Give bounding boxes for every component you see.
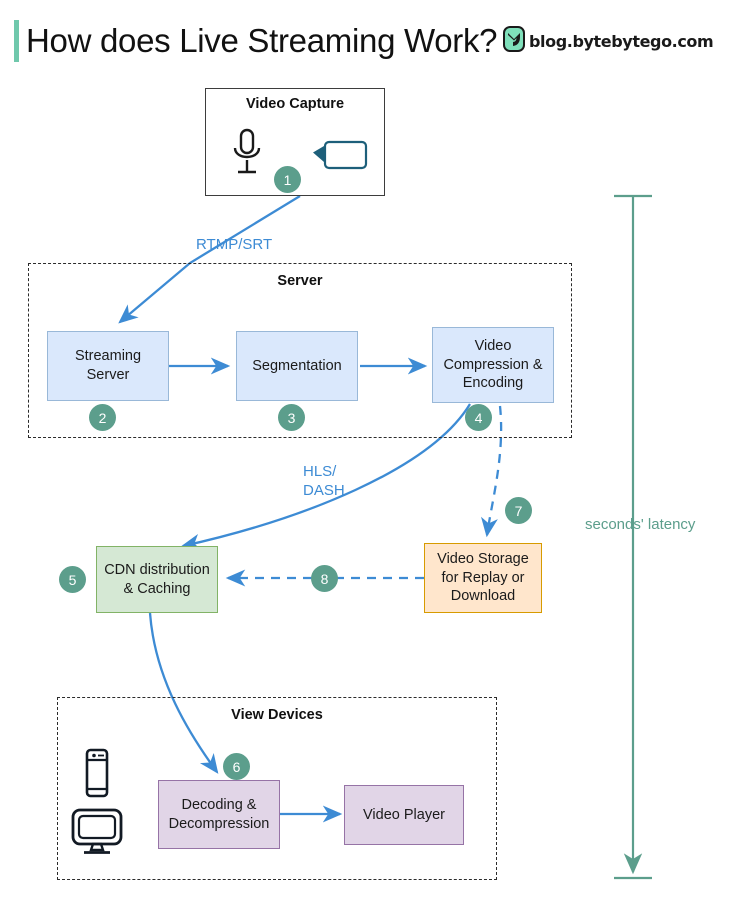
server-group-title: Server (277, 273, 323, 289)
video-capture-title: Video Capture (245, 96, 345, 112)
edge-label-hls-dash: HLS/ DASH (303, 463, 345, 501)
node-cdn-distribution-caching[interactable]: CDN distribution & Caching (96, 546, 218, 613)
step-badge-2: 2 (89, 404, 116, 431)
step-badge-3: 3 (278, 404, 305, 431)
node-video-player[interactable]: Video Player (344, 785, 464, 845)
node-streaming-server[interactable]: Streaming Server (47, 331, 169, 401)
microphone-icon (228, 127, 266, 184)
desktop-monitor-icon (71, 808, 123, 861)
node-video-compression-encoding[interactable]: Video Compression & Encoding (432, 327, 554, 403)
title-accent-bar (14, 20, 19, 62)
edge-label-hls: HLS/ (303, 463, 337, 480)
step-badge-4: 4 (465, 404, 492, 431)
step-badge-5: 5 (59, 566, 86, 593)
node-segmentation[interactable]: Segmentation (236, 331, 358, 401)
node-decoding-decompression[interactable]: Decoding & Decompression (158, 780, 280, 849)
page-title: How does Live Streaming Work? (26, 22, 498, 59)
view-devices-group-box (57, 697, 497, 880)
step-badge-1: 1 (274, 166, 301, 193)
server-group-box (28, 263, 572, 438)
edge-label-dash: DASH (303, 481, 345, 499)
brand-logo: blog.bytebytego.com (503, 26, 714, 57)
latency-scale-label: seconds' latency (585, 516, 696, 533)
video-camera-icon (310, 138, 368, 177)
step-badge-8: 8 (311, 565, 338, 592)
step-badge-7: 7 (505, 497, 532, 524)
step-badge-6: 6 (223, 753, 250, 780)
brand-text: blog.bytebytego.com (529, 32, 714, 51)
view-devices-group-title: View Devices (231, 707, 323, 723)
edge-label-rtmp-srt: RTMP/SRT (196, 236, 273, 253)
smartphone-icon (80, 748, 114, 805)
node-video-storage[interactable]: Video Storage for Replay or Download (424, 543, 542, 613)
bytebytego-logo-icon (503, 26, 525, 57)
